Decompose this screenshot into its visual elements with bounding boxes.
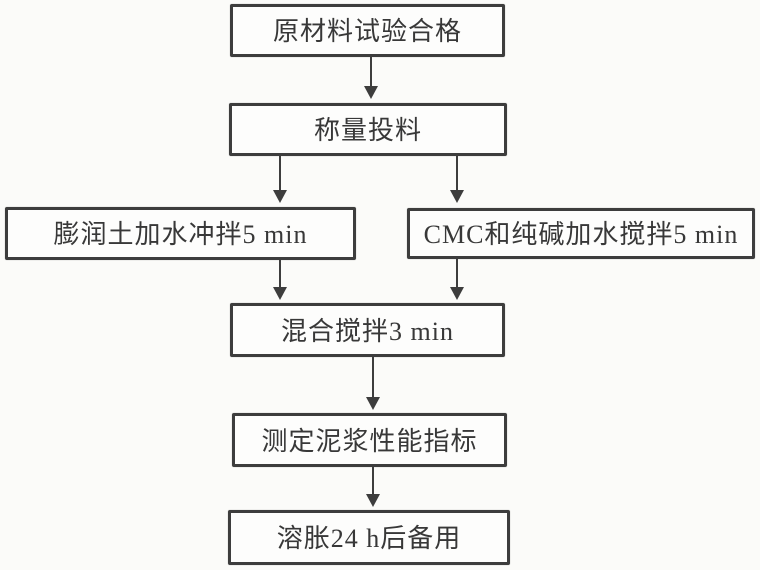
arrow-down-n3-n5-icon: [273, 260, 287, 300]
flow-node-label: CMC和纯碱加水搅拌5 min: [423, 220, 739, 249]
flow-node-label: 溶胀24 h后备用: [276, 524, 462, 553]
flow-node-label: 混合搅拌3 min: [281, 316, 454, 346]
flow-node-weigh-and-feed: 称量投料: [229, 103, 507, 156]
flow-node-label: 原材料试验合格: [272, 17, 462, 46]
arrow-down-n5-n6-icon: [366, 357, 380, 410]
arrow-down-n2-n3-icon: [273, 156, 287, 203]
flow-node-combined-stir: 混合搅拌3 min: [230, 303, 505, 357]
arrow-down-n1-n2-icon: [364, 57, 378, 99]
arrow-down-n4-n5-icon: [450, 257, 464, 300]
arrow-down-n6-n7-icon: [366, 467, 380, 507]
arrow-down-n2-n4-icon: [450, 156, 464, 203]
flow-node-swell-standby: 溶胀24 h后备用: [228, 510, 510, 565]
flow-node-cmc-soda-mix: CMC和纯碱加水搅拌5 min: [407, 208, 755, 259]
flow-node-bentonite-mix: 膨润土加水冲拌5 min: [5, 207, 356, 260]
flow-node-measure-slurry-properties: 测定泥浆性能指标: [232, 413, 507, 467]
flow-node-raw-material-test: 原材料试验合格: [230, 4, 505, 57]
flow-node-label: 称量投料: [313, 116, 422, 145]
flow-node-label: 膨润土加水冲拌5 min: [53, 220, 308, 249]
flow-node-label: 测定泥浆性能指标: [261, 426, 478, 456]
